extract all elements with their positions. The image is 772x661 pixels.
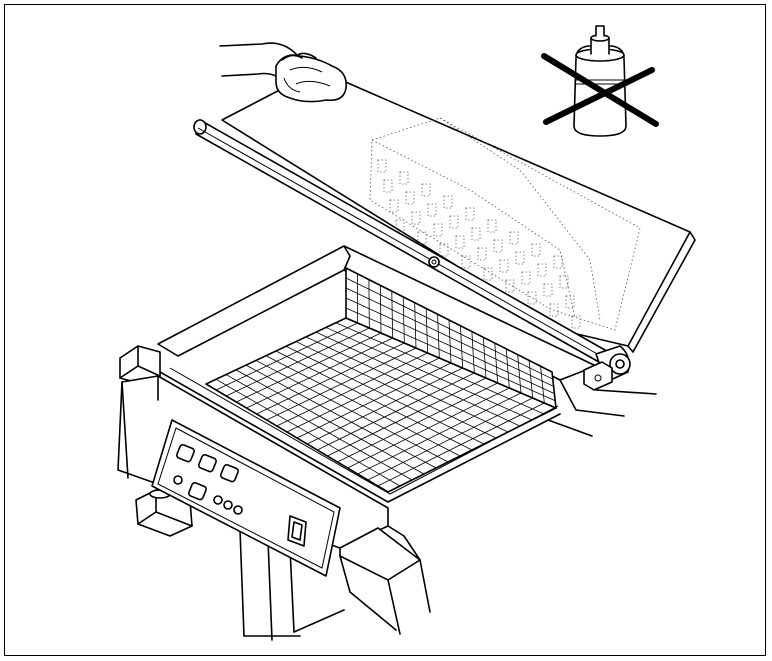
control-button-4[interactable]	[187, 481, 207, 501]
control-button-1[interactable]	[175, 443, 195, 463]
control-panel	[151, 419, 341, 577]
indicator-light-1	[213, 495, 223, 505]
bar-end-bracket	[595, 345, 631, 383]
control-button-2[interactable]	[197, 453, 217, 473]
lid-vent-grid	[377, 159, 581, 329]
prohibited-cross-mark-icon	[541, 53, 659, 127]
lid-heater-outline	[369, 117, 641, 331]
control-button-3[interactable]	[219, 463, 239, 483]
indicator-light	[173, 475, 183, 485]
indicator-light-2	[223, 500, 233, 510]
power-switch[interactable]	[287, 515, 307, 547]
indicator-light-3	[233, 505, 243, 515]
tray-mesh-grid	[215, 273, 556, 487]
hand-wiping-cloth-icon	[219, 42, 348, 103]
